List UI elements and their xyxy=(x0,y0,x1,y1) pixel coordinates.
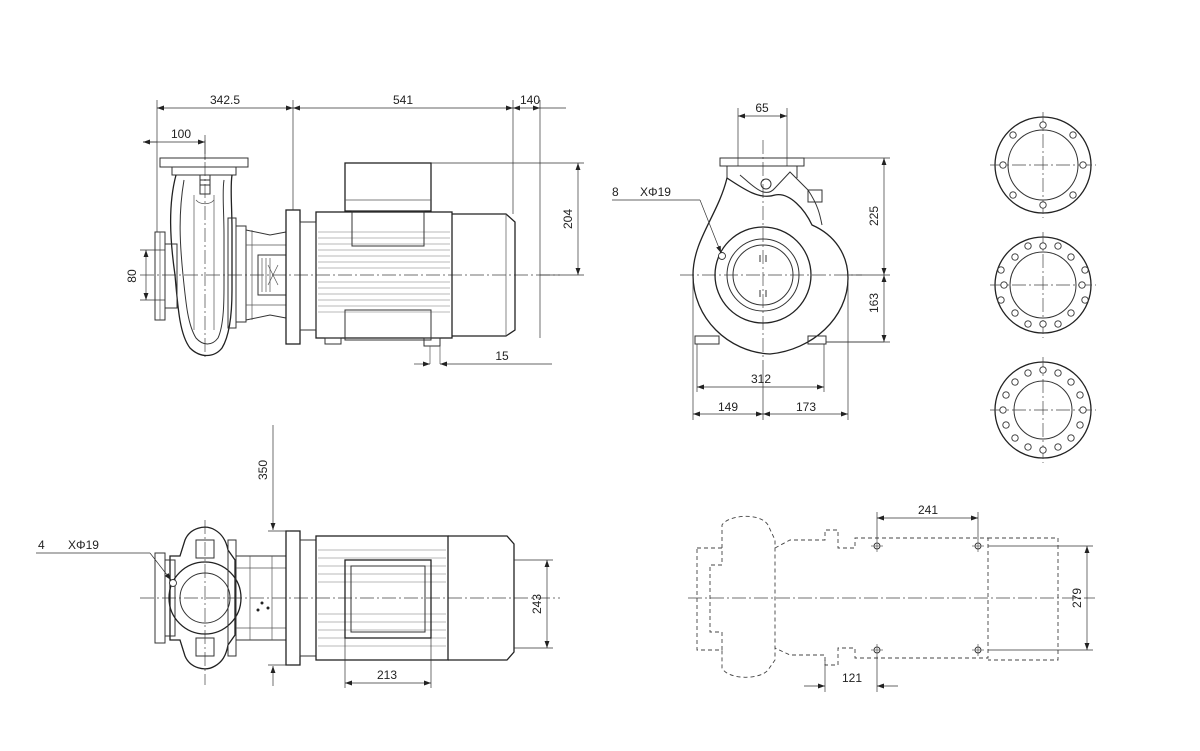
top-holes-spec: XΦ19 xyxy=(68,538,99,552)
dim-163: 163 xyxy=(867,293,881,313)
dim-213: 213 xyxy=(377,668,397,682)
dim-100: 100 xyxy=(171,127,191,141)
dim-121: 121 xyxy=(842,671,862,685)
dim-149: 149 xyxy=(718,400,738,414)
front-view-dimensions xyxy=(140,100,584,367)
flange-pattern-16-bolt xyxy=(990,357,1096,463)
dim-140: 140 xyxy=(520,93,540,107)
motor-cooling-fins xyxy=(318,231,450,313)
dim-342-5: 342.5 xyxy=(210,93,240,107)
dim-225: 225 xyxy=(867,206,881,226)
base-bolt-markers xyxy=(871,540,984,656)
side-view xyxy=(680,140,884,360)
top-view xyxy=(140,520,560,685)
base-plan-view xyxy=(688,515,1095,678)
side-holes-count: 8 xyxy=(612,185,619,199)
side-view-dimensions xyxy=(612,108,890,420)
dim-65: 65 xyxy=(755,101,769,115)
dim-541: 541 xyxy=(393,93,413,107)
dim-173: 173 xyxy=(796,400,816,414)
dim-241: 241 xyxy=(918,503,938,517)
dim-80: 80 xyxy=(125,269,139,283)
base-plan-dimensions xyxy=(804,512,1093,692)
dim-279: 279 xyxy=(1070,588,1084,608)
front-view xyxy=(140,140,560,364)
flange-pattern-4-bolt xyxy=(990,112,1096,218)
dim-312: 312 xyxy=(751,372,771,386)
dim-204: 204 xyxy=(561,209,575,229)
top-holes-count: 4 xyxy=(38,538,45,552)
dim-15: 15 xyxy=(495,349,509,363)
dim-350: 350 xyxy=(256,460,270,480)
dim-243: 243 xyxy=(530,594,544,614)
side-holes-spec: XΦ19 xyxy=(640,185,671,199)
dimension-labels: 342.5 541 140 100 80 204 15 65 8 XΦ19 22… xyxy=(38,93,1084,685)
top-view-dimensions xyxy=(36,425,553,688)
flange-pattern-8-bolt xyxy=(990,232,1096,338)
